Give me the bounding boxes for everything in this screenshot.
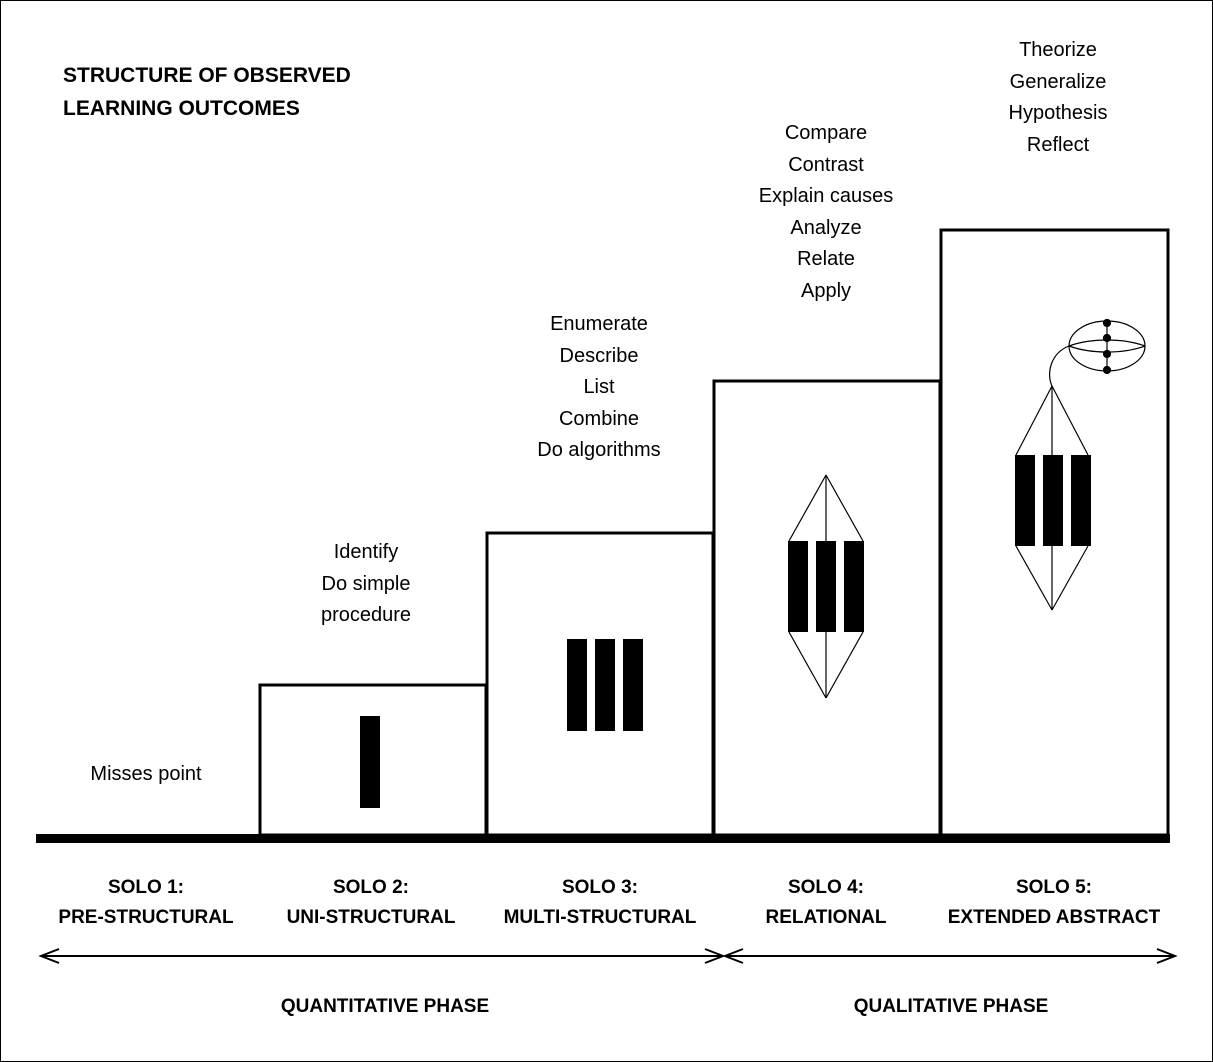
solo-2-label: SOLO 2: UNI-STRUCTURAL: [266, 873, 476, 933]
verb: Describe: [559, 344, 639, 367]
verb: Apply: [800, 279, 852, 302]
solo-3-label: SOLO 3: MULTI-STRUCTURAL: [489, 873, 711, 933]
verb: Contrast: [788, 153, 864, 176]
qualitative-phase-arrow: [722, 948, 1178, 964]
level-number: SOLO 3:: [561, 877, 638, 898]
verb: Enumerate: [550, 313, 648, 335]
solo-1-verbs: Misses point: [61, 759, 231, 791]
solo-4-verbs: Compare Contrast Explain causes Analyze …: [736, 118, 916, 307]
verb: Identify: [333, 541, 399, 563]
solo-3-verbs: Enumerate Describe List Combine Do algor…: [509, 309, 689, 467]
verb: Analyze: [790, 216, 862, 239]
level-name: UNI-STRUCTURAL: [286, 907, 456, 928]
verb: Relate: [797, 248, 855, 270]
solo-2-verbs: Identify Do simple procedure: [281, 537, 451, 632]
verb: Compare: [784, 122, 868, 144]
verb: Misses point: [90, 763, 202, 785]
level-name: PRE-STRUCTURAL: [58, 907, 234, 928]
multi-structural-bars-icon: [567, 639, 643, 731]
verb: Reflect: [1026, 133, 1090, 156]
relational-connected-bars-icon: [788, 474, 864, 699]
solo-5-label: SOLO 5: EXTENDED ABSTRACT: [941, 873, 1167, 933]
level-name: EXTENDED ABSTRACT: [947, 907, 1161, 928]
level-number: SOLO 2:: [332, 877, 409, 898]
solo-4-label: SOLO 4: RELATIONAL: [726, 873, 926, 933]
baseline: [36, 834, 1170, 843]
verb: Combine: [558, 407, 640, 430]
quantitative-phase-label: QUANTITATIVE PHASE: [280, 996, 490, 1017]
verb: procedure: [320, 604, 412, 626]
qualitative-phase-label: QUALITATIVE PHASE: [853, 996, 1049, 1017]
solo-1-label: SOLO 1: PRE-STRUCTURAL: [46, 873, 246, 933]
verb: Generalize: [1009, 70, 1107, 93]
verb: Explain causes: [758, 185, 894, 207]
title-line-2: LEARNING OUTCOMES: [63, 97, 300, 120]
level-name: RELATIONAL: [765, 907, 887, 928]
level-name: MULTI-STRUCTURAL: [503, 907, 697, 928]
level-number: SOLO 5:: [1015, 877, 1092, 898]
verb: Hypothesis: [1008, 102, 1108, 124]
diagram-title: STRUCTURE OF OBSERVED LEARNING OUTCOMES: [63, 59, 351, 125]
verb: List: [583, 376, 615, 398]
uni-structural-bar-icon: [360, 716, 380, 808]
quantitative-phase-arrow: [38, 948, 726, 964]
verb: Do simple: [321, 572, 411, 595]
title-line-1: STRUCTURE OF OBSERVED: [63, 64, 351, 87]
level-number: SOLO 1:: [107, 877, 184, 898]
extended-abstract-icon: [1015, 318, 1146, 611]
verb: Theorize: [1019, 39, 1097, 61]
solo-5-verbs: Theorize Generalize Hypothesis Reflect: [968, 35, 1148, 161]
verb: Do algorithms: [537, 439, 661, 461]
level-number: SOLO 4:: [787, 877, 864, 898]
